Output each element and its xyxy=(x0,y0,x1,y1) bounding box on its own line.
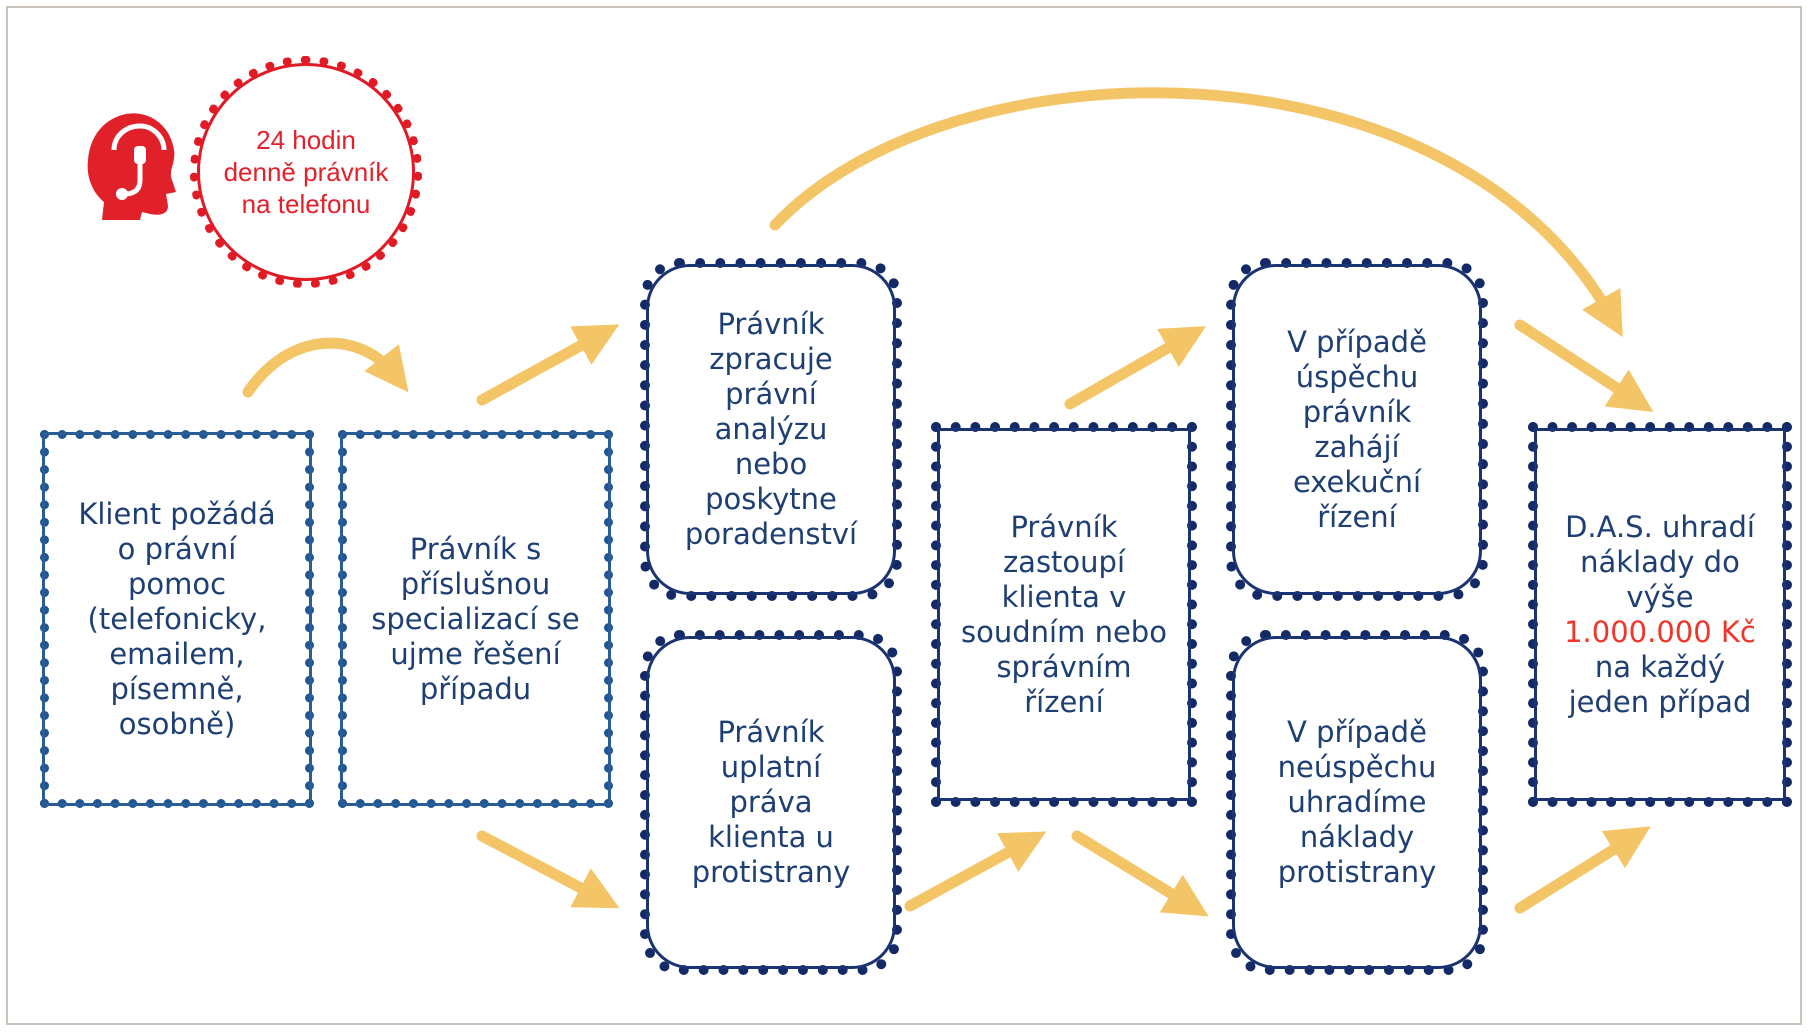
arrow-icon xyxy=(1514,319,1654,413)
arrow-icon xyxy=(476,324,620,406)
step-specialist-assigned: Právník s příslušnou specializací se ujm… xyxy=(338,430,613,808)
step-representation: Právník zastoupí klienta v soudním nebo … xyxy=(931,422,1197,807)
step-client-request: Klient požádá o právní pomoc (telefonick… xyxy=(40,430,314,808)
arrow-icon xyxy=(769,87,1623,338)
badge-line-2: denně právník xyxy=(223,157,389,187)
das-text-bottom: na každý jeden případ xyxy=(1568,649,1752,719)
arrow-icon xyxy=(242,337,409,398)
hotline-badge: 24 hodin denně právník na telefonu xyxy=(190,56,422,288)
badge-line-1: 24 hodin xyxy=(256,125,356,155)
das-amount: 1.000.000 Kč xyxy=(1564,614,1756,649)
step-das-coverage: D.A.S. uhradí náklady do výše 1.000.000 … xyxy=(1528,422,1792,807)
das-text-top: D.A.S. uhradí náklady do výše xyxy=(1565,509,1755,614)
step-success-execution: V případě úspěchu právník zahájí exekučn… xyxy=(1226,258,1488,601)
step-legal-analysis: Právník zpracuje právní analýzu nebo pos… xyxy=(640,258,902,601)
badge-line-3: na telefonu xyxy=(241,189,371,219)
step-failure-costs: V případě neúspěchu uhradíme náklady pro… xyxy=(1226,630,1488,975)
arrow-icon xyxy=(1071,830,1209,917)
arrow-icon xyxy=(1514,826,1651,914)
arrow-icon xyxy=(904,831,1047,912)
head-headset-icon xyxy=(87,113,176,220)
diagram-frame xyxy=(6,6,1802,1025)
arrow-icon xyxy=(476,830,620,909)
arrow-icon xyxy=(1064,326,1207,410)
step-claim-rights: Právník uplatní práva klienta u protistr… xyxy=(640,630,902,975)
